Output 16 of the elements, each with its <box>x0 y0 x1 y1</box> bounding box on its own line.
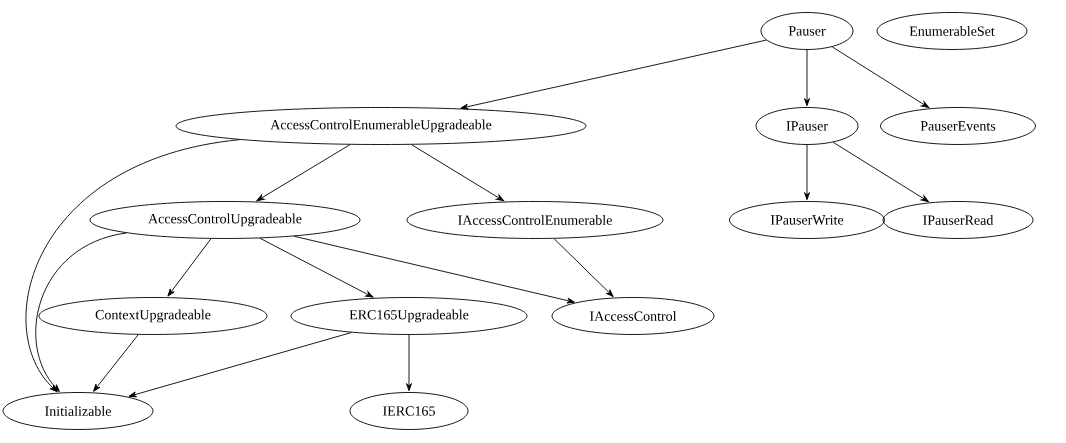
arrow <box>167 238 212 297</box>
arrow <box>293 235 575 304</box>
arrow <box>553 238 614 298</box>
arrow <box>460 39 767 110</box>
arrow <box>831 46 930 109</box>
arrow <box>804 144 810 201</box>
arrow <box>406 334 412 392</box>
arrow <box>411 144 505 202</box>
arrow <box>832 141 930 203</box>
arrow <box>804 49 810 107</box>
arrow <box>35 232 127 393</box>
arrow <box>128 332 352 398</box>
arrow <box>256 144 351 202</box>
arrow <box>25 139 240 393</box>
arrow <box>93 334 139 392</box>
arrow <box>259 237 374 298</box>
